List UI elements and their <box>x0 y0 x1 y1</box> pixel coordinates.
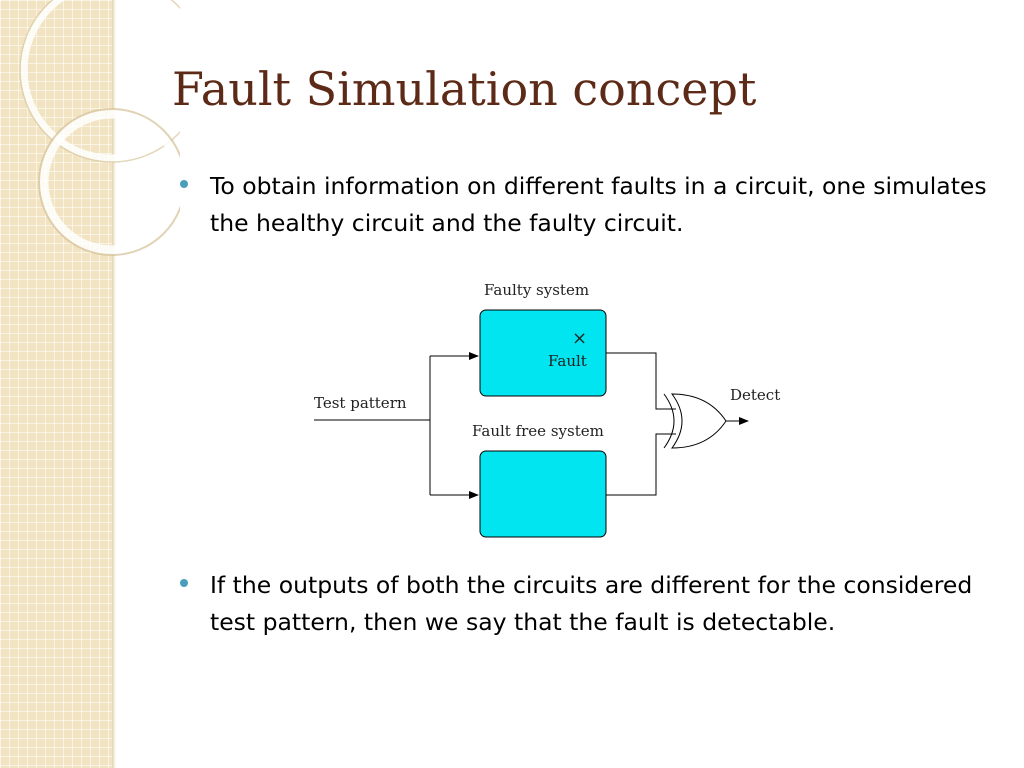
fault-free-system-box <box>479 450 607 538</box>
fault-x-icon: × <box>572 328 587 349</box>
decorative-ring-middle <box>39 109 180 255</box>
fault-free-output-wire <box>606 433 676 496</box>
decorative-side-strip <box>0 0 112 768</box>
faulty-output-wire <box>606 352 676 410</box>
xor-gate-body <box>671 393 727 449</box>
test-pattern-label: Test pattern <box>314 394 407 412</box>
fault-simulation-diagram: Faulty system Fault free system Test pat… <box>314 281 780 538</box>
bullet-item-2: If the outputs of both the circuits are … <box>180 567 1000 641</box>
fault-free-system-label: Fault free system <box>472 422 604 440</box>
faulty-system-label: Faulty system <box>484 281 589 299</box>
bullet-dot <box>180 579 188 587</box>
slide-title: Fault Simulation concept <box>172 62 757 116</box>
decorative-ring-middle-shadow <box>38 108 180 256</box>
detect-label: Detect <box>730 386 780 404</box>
xor-gate-back-curve <box>663 393 675 449</box>
decorative-ring-top-shadow <box>19 0 180 163</box>
bullet-dot <box>180 180 188 188</box>
decorative-rings <box>19 0 180 256</box>
faulty-system-box <box>479 309 607 397</box>
fault-label: Fault <box>548 352 587 370</box>
bullet-text-1: To obtain information on different fault… <box>210 172 987 237</box>
bullet-item-1: To obtain information on different fault… <box>180 168 1000 242</box>
bullet-text-2: If the outputs of both the circuits are … <box>210 571 973 636</box>
side-strip-edge <box>112 0 116 768</box>
decorative-ring-top <box>20 0 180 162</box>
